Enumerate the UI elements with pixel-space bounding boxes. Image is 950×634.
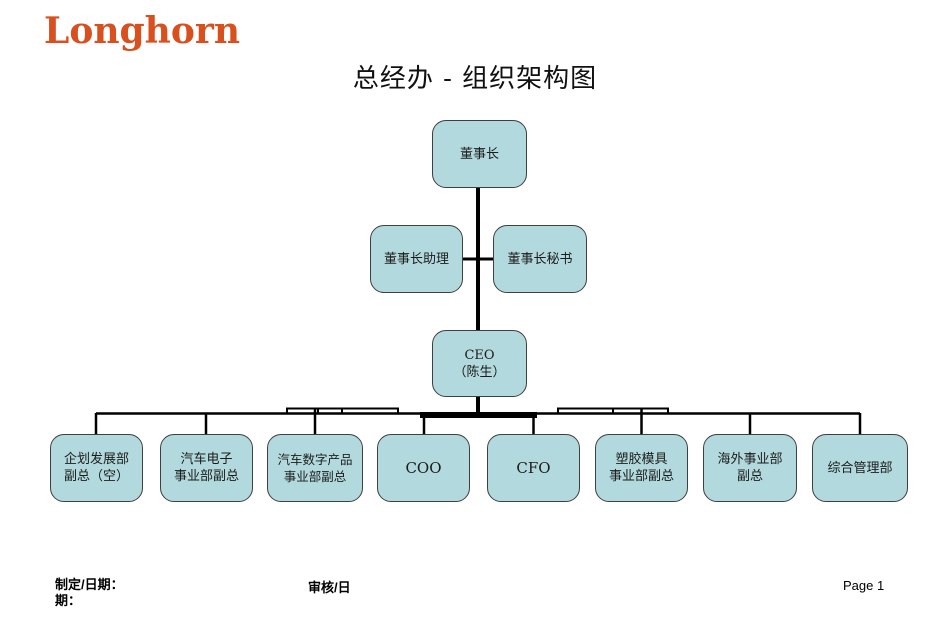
footer-reviewed-date-label: 审核/日: [308, 580, 351, 595]
org-node-chairman-label: 董事长: [459, 146, 499, 162]
org-node-auto-electronics-vp: 汽车电子 事业部副总: [160, 434, 253, 502]
org-node-overseas-vp-label: 海外事业部 副总: [717, 452, 783, 484]
org-node-ceo: CEO （陈生）: [432, 330, 527, 397]
footer-page-number: Page 1: [843, 578, 885, 593]
org-node-chairman-secretary: 董事长秘书: [493, 225, 587, 293]
org-node-cfo: CFO: [487, 434, 580, 502]
page-title: 总经办 - 组织架构图: [352, 64, 598, 94]
longhorn-logo: Longhorn: [44, 10, 240, 52]
org-node-planning-dept-vp: 企划发展部 副总（空）: [50, 434, 143, 502]
org-node-plastic-mold-vp-label: 塑胶模具 事业部副总: [608, 452, 674, 484]
org-node-chairman-assistant-label: 董事长助理: [383, 251, 449, 267]
org-node-auto-digital-vp: 汽车数字产品 事业部副总: [267, 434, 363, 502]
org-node-chairman-assistant: 董事长助理: [370, 225, 463, 293]
org-node-plastic-mold-vp: 塑胶模具 事业部副总: [595, 434, 688, 502]
org-node-cfo-label: CFO: [516, 458, 551, 477]
org-node-chairman: 董事长: [432, 120, 527, 188]
org-node-coo: COO: [377, 434, 470, 502]
org-node-auto-electronics-vp-label: 汽车电子 事业部副总: [173, 452, 239, 484]
org-node-general-admin-dept: 综合管理部: [812, 434, 908, 502]
footer-created-date-label: 制定/日期： 期：: [55, 577, 124, 608]
org-node-chairman-secretary-label: 董事长秘书: [507, 251, 573, 267]
org-node-auto-digital-vp-label: 汽车数字产品 事业部副总: [277, 452, 353, 484]
org-node-general-admin-dept-label: 综合管理部: [827, 460, 893, 476]
org-node-coo-label: COO: [405, 458, 442, 477]
org-node-ceo-label: CEO （陈生）: [453, 347, 506, 380]
org-node-planning-dept-vp-label: 企划发展部 副总（空）: [63, 452, 129, 484]
org-node-overseas-vp: 海外事业部 副总: [703, 434, 797, 502]
